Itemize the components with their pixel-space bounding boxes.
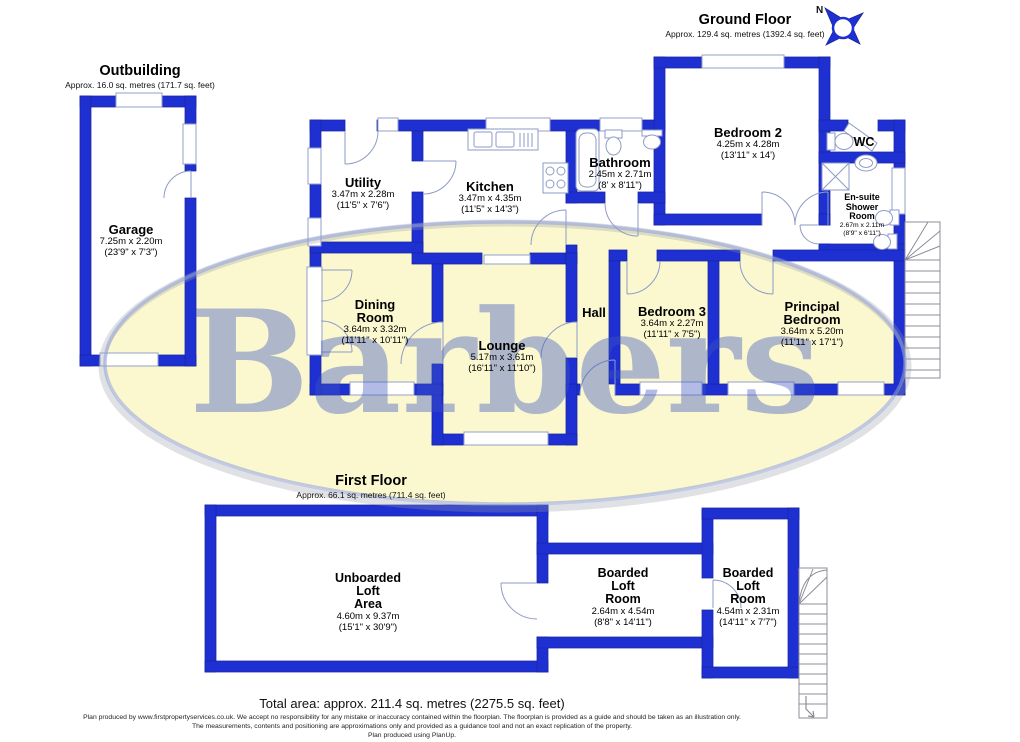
- watermark-text: Barbers: [189, 280, 820, 446]
- room-label-utility: Utility 3.47m x 2.28m (11'5" x 7'6"): [331, 175, 395, 211]
- first-floor-title: First Floor: [335, 473, 407, 489]
- room-label-dining: Dining Room 3.64m x 3.32m (11'11" x 10'1…: [341, 297, 409, 346]
- watermark: Barbers: [98, 219, 912, 513]
- room-label-boarded-loft-2: Boarded Loft Room 4.54m x 2.31m (14'11" …: [716, 566, 780, 629]
- room-label-garage: Garage 7.25m x 2.20m (23'9" x 7'3"): [99, 222, 163, 258]
- compass-north-label: N: [816, 5, 823, 16]
- ensuite-toilet-icon: [875, 209, 900, 226]
- stairs-ground-floor: [904, 221, 941, 379]
- room-label-hall: Hall: [582, 305, 606, 320]
- outbuilding-area: Approx. 16.0 sq. metres (171.7 sq. feet): [65, 80, 215, 90]
- room-label-principal-bedroom: Principal Bedroom 3.64m x 5.20m (11'11" …: [780, 299, 844, 348]
- room-label-boarded-loft-1: Boarded Loft Room 2.64m x 4.54m (8'8" x …: [591, 566, 655, 629]
- room-label-wc: WC: [853, 135, 875, 149]
- shower-icon: [821, 162, 850, 191]
- wc-toilet-icon: [826, 132, 854, 151]
- ground-floor-header: Ground Floor Approx. 129.4 sq. metres (1…: [665, 13, 824, 40]
- watermark-ellipse-fill: [105, 222, 905, 504]
- doors-layer: [163, 122, 878, 620]
- room-label-kitchen: Kitchen 3.47m x 4.35m (11'5" x 14'3"): [458, 179, 522, 215]
- toilet-icon: [604, 129, 623, 156]
- ensuite-basin-icon: [854, 154, 878, 172]
- ground-floor-title: Ground Floor: [698, 12, 792, 28]
- stairs-first-floor: [798, 567, 828, 719]
- ensuite-bidet-icon: [873, 233, 898, 250]
- first-floor-header: First Floor Approx. 66.1 sq. metres (711…: [296, 474, 445, 501]
- windows-layer: [99, 54, 906, 446]
- fixtures-layer: [467, 128, 900, 250]
- compass-icon: N: [816, 5, 864, 46]
- bathtub-icon: [575, 128, 600, 192]
- outbuilding-header: Outbuilding Approx. 16.0 sq. metres (171…: [65, 64, 215, 91]
- disclaimer-line-3: Plan produced using PlanUp.: [367, 732, 457, 739]
- room-label-bedroom2: Bedroom 2 4.25m x 4.28m (13'11" x 14'): [714, 125, 782, 161]
- room-label-ensuite: En-suite Shower Room 2.67m x 2.11m (8'9"…: [839, 192, 885, 237]
- kitchen-sink-icon: [467, 128, 539, 151]
- basin-icon: [641, 129, 663, 150]
- outbuilding-title: Outbuilding: [99, 63, 181, 79]
- room-label-bedroom3: Bedroom 3 3.64m x 2.27m (11'11" x 7'5"): [638, 304, 706, 340]
- first-floor-area: Approx. 66.1 sq. metres (711.4 sq. feet): [296, 490, 446, 500]
- stove-icon: [542, 162, 569, 194]
- room-label-lounge: Lounge 5.17m x 3.61m (16'11" x 11'10"): [468, 338, 536, 374]
- room-label-bathroom: Bathroom 2.45m x 2.71m (8' x 8'11"): [588, 155, 652, 191]
- room-label-unboarded-loft: Unboarded Loft Area 4.60m x 9.37m (15'1"…: [335, 571, 401, 634]
- ground-floor-area: Approx. 129.4 sq. metres (1392.4 sq. fee…: [665, 29, 825, 39]
- total-area-text: Total area: approx. 211.4 sq. metres (22…: [259, 696, 565, 711]
- disclaimer-line-1: Plan produced by www.firstpropertyservic…: [83, 714, 741, 721]
- disclaimer-line-2: The measurements, contents and positioni…: [191, 723, 633, 730]
